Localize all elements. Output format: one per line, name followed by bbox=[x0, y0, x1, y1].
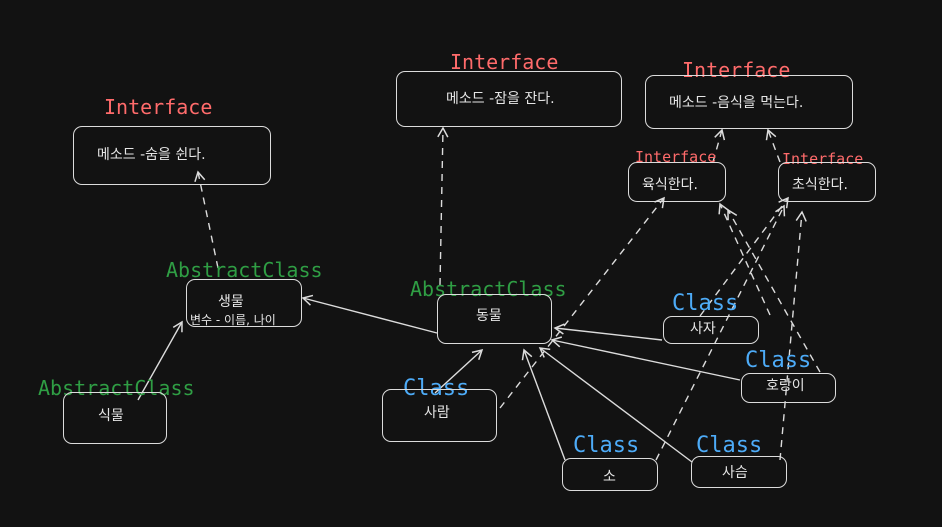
edge-human-animal bbox=[434, 348, 484, 394]
node-animal[interactable] bbox=[437, 294, 552, 344]
stereotype-class-human: Class bbox=[403, 376, 470, 401]
edge-lion-animal bbox=[553, 323, 663, 341]
node-breathe[interactable] bbox=[73, 126, 271, 185]
stereotype-class-tiger: Class bbox=[745, 348, 812, 373]
edge-deer-animal bbox=[538, 347, 693, 463]
edge-animal-sleep bbox=[437, 126, 449, 286]
edge-cow-animal bbox=[521, 348, 566, 461]
edge-carnivore-eat bbox=[712, 128, 726, 163]
edge-tiger-animal bbox=[550, 336, 741, 381]
edge-human-carnivore bbox=[499, 196, 665, 409]
stereotype-interface-herbivore: Interface bbox=[782, 150, 864, 168]
node-eat[interactable] bbox=[645, 75, 853, 129]
stereotype-interface-eat: Interface bbox=[682, 58, 791, 82]
edge-herbivore-eat bbox=[765, 128, 781, 163]
node-carnivore[interactable] bbox=[628, 162, 726, 202]
node-living-label: 생물 bbox=[218, 294, 244, 310]
node-herbivore-label: 초식한다. bbox=[792, 177, 848, 193]
node-cow-label: 소 bbox=[603, 469, 616, 485]
node-human[interactable] bbox=[382, 389, 497, 442]
node-sleep-label: 메소드 -잠을 잔다. bbox=[446, 91, 555, 107]
node-sleep[interactable] bbox=[396, 71, 622, 127]
node-breathe-label: 메소드 -숨을 쉰다. bbox=[97, 147, 206, 163]
node-carnivore-label: 육식한다. bbox=[642, 177, 698, 193]
stereotype-class-lion: Class bbox=[672, 291, 739, 316]
edge-living-breathe bbox=[194, 170, 219, 269]
stereotype-interface-carnivore: Interface bbox=[635, 148, 717, 166]
node-living[interactable] bbox=[186, 279, 302, 327]
stereotype-class-deer: Class bbox=[696, 433, 763, 458]
node-eat-label: 메소드 -음식을 먹는다. bbox=[669, 95, 804, 111]
node-tiger[interactable] bbox=[741, 373, 836, 403]
stereotype-interface-breathe: Interface bbox=[104, 95, 213, 119]
stereotype-abstract-animal: AbstractClass bbox=[410, 277, 567, 301]
edge-deer-herbivore bbox=[779, 210, 807, 461]
edge-cow-herbivore bbox=[655, 204, 786, 461]
node-lion-label: 사자 bbox=[690, 321, 716, 337]
node-animal-label: 동물 bbox=[476, 308, 502, 324]
node-cow[interactable] bbox=[562, 458, 658, 491]
edge-tiger-carnivore bbox=[727, 208, 821, 373]
stereotype-class-cow: Class bbox=[573, 433, 640, 458]
node-plant-label: 식물 bbox=[98, 408, 124, 424]
stereotype-interface-sleep: Interface bbox=[450, 50, 559, 74]
node-tiger-label: 호랑이 bbox=[766, 378, 805, 394]
node-living-detail: 변수 - 이름, 나이 bbox=[190, 313, 276, 327]
node-deer[interactable] bbox=[691, 456, 787, 488]
node-lion[interactable] bbox=[663, 316, 759, 344]
node-herbivore[interactable] bbox=[778, 162, 876, 202]
node-human-label: 사람 bbox=[424, 405, 450, 421]
edge-animal-living bbox=[301, 294, 438, 334]
node-deer-label: 사슴 bbox=[722, 465, 748, 481]
stereotype-abstract-living: AbstractClass bbox=[166, 258, 323, 282]
edge-plant-living bbox=[137, 320, 183, 401]
edge-lion-herbivore bbox=[699, 196, 789, 317]
node-plant[interactable] bbox=[63, 392, 167, 444]
